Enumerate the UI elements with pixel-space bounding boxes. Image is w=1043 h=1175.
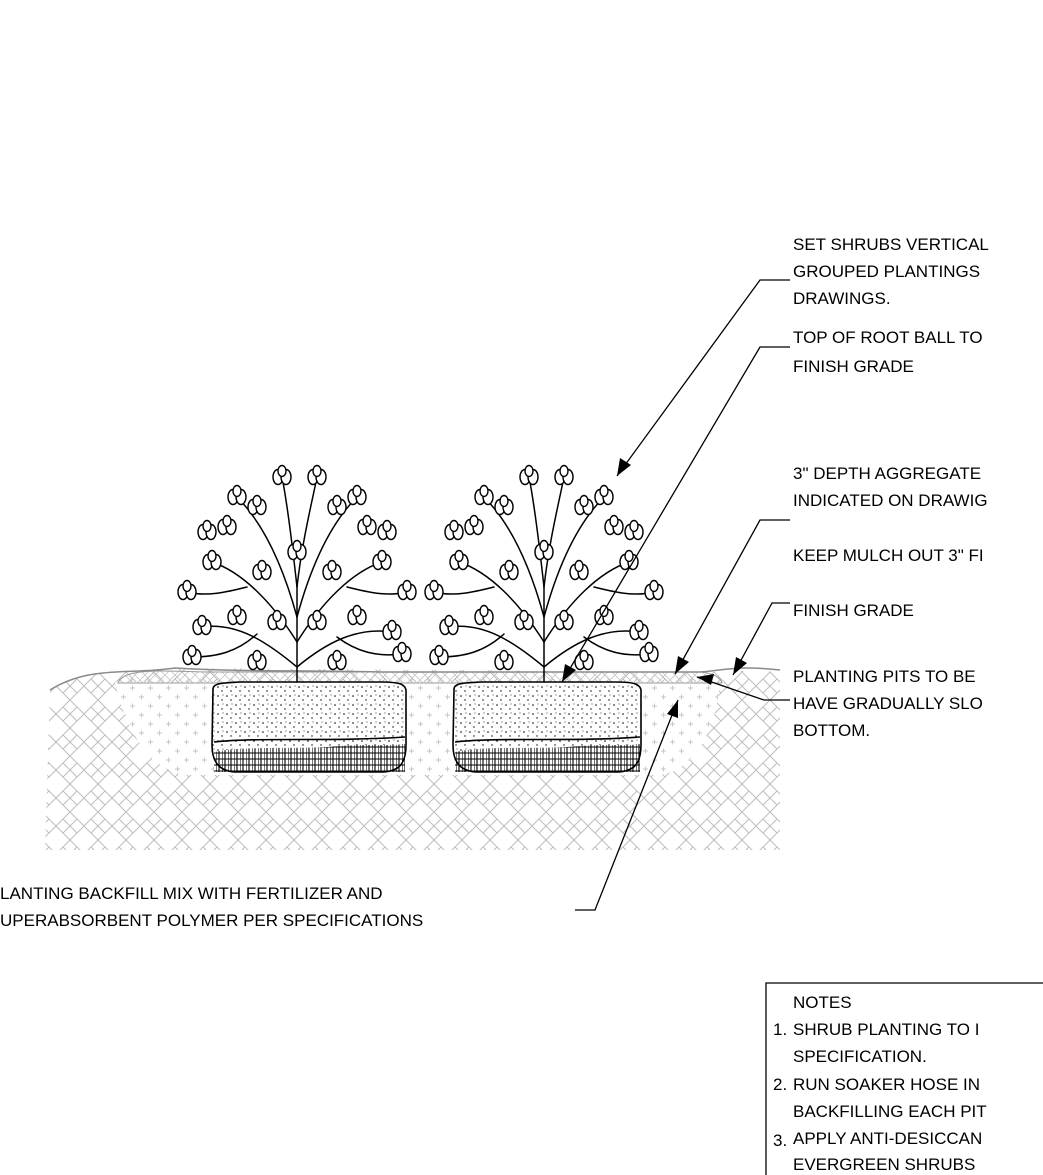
notes-box: NOTES 1. SHRUB PLANTING TO I SPECIFICATI… bbox=[765, 982, 1043, 1175]
svg-text:SET SHRUBS VERTICAL: SET SHRUBS VERTICAL bbox=[793, 235, 989, 254]
note-1-line-2: SPECIFICATION. bbox=[793, 1047, 927, 1066]
note-2-number: 2. bbox=[773, 1075, 787, 1094]
arrowhead-root-ball bbox=[562, 664, 576, 682]
leader-backfill bbox=[575, 699, 679, 911]
svg-text:KEEP MULCH OUT 3" FI: KEEP MULCH OUT 3" FI bbox=[793, 546, 984, 565]
note-3-number: 3. bbox=[773, 1131, 787, 1150]
notes-box-border bbox=[765, 982, 1043, 1175]
leader-shrubs-vertical bbox=[616, 279, 790, 477]
arrowhead-planting-pits bbox=[697, 674, 714, 685]
arrowhead-shrubs-vertical bbox=[617, 458, 631, 476]
leader-planting-pits bbox=[696, 676, 790, 701]
note-1-line-1: SHRUB PLANTING TO I bbox=[793, 1020, 979, 1039]
svg-text:TOP OF ROOT BALL TO: TOP OF ROOT BALL TO bbox=[793, 328, 983, 347]
svg-text:GROUPED PLANTINGS: GROUPED PLANTINGS bbox=[793, 262, 980, 281]
root-ball-left bbox=[211, 681, 407, 773]
note-1-number: 1. bbox=[773, 1020, 787, 1039]
callout-planting-pits: PLANTING PITS TO BE HAVE GRADUALLY SLO B… bbox=[793, 667, 983, 740]
aggregate-mulch-layer bbox=[117, 670, 723, 684]
svg-text:PLANTING PITS TO BE: PLANTING PITS TO BE bbox=[793, 667, 976, 686]
svg-text:FINISH GRADE: FINISH GRADE bbox=[793, 357, 914, 376]
arrowhead-finish-grade bbox=[733, 657, 747, 675]
callout-aggregate: 3" DEPTH AGGREGATE INDICATED ON DRAWIG bbox=[793, 464, 988, 510]
svg-text:DRAWINGS.: DRAWINGS. bbox=[793, 289, 891, 308]
callout-shrubs-vertical: SET SHRUBS VERTICAL GROUPED PLANTINGS DR… bbox=[793, 235, 989, 308]
svg-text:3" DEPTH AGGREGATE: 3" DEPTH AGGREGATE bbox=[793, 464, 981, 483]
svg-text:HAVE GRADUALLY SLO: HAVE GRADUALLY SLO bbox=[793, 694, 983, 713]
note-3-line-1: APPLY ANTI-DESICCAN bbox=[793, 1129, 982, 1148]
arrowhead-backfill bbox=[667, 700, 678, 718]
root-ball-right bbox=[452, 681, 642, 773]
svg-text:LANTING BACKFILL MIX WITH FERT: LANTING BACKFILL MIX WITH FERTILIZER AND bbox=[0, 884, 383, 903]
note-2-line-2: BACKFILLING EACH PIT bbox=[793, 1102, 987, 1121]
svg-text:BOTTOM.: BOTTOM. bbox=[793, 721, 870, 740]
notes-title: NOTES bbox=[793, 993, 852, 1012]
callout-root-ball: TOP OF ROOT BALL TO FINISH GRADE bbox=[793, 328, 983, 376]
callout-finish-grade: FINISH GRADE bbox=[793, 601, 914, 620]
finish-grade-line bbox=[49, 667, 781, 691]
svg-text:UPERABSORBENT POLYMER PER SPEC: UPERABSORBENT POLYMER PER SPECIFICATIONS bbox=[0, 911, 423, 930]
leader-root-ball bbox=[561, 346, 790, 683]
callout-mulch: KEEP MULCH OUT 3" FI bbox=[793, 546, 984, 565]
arrowhead-aggregate bbox=[675, 656, 689, 674]
shrub-right bbox=[424, 464, 664, 683]
leader-aggregate bbox=[674, 519, 790, 675]
svg-text:INDICATED ON DRAWIG: INDICATED ON DRAWIG bbox=[793, 491, 988, 510]
leader-finish-grade bbox=[732, 602, 790, 676]
note-3-line-2: EVERGREEN SHRUBS bbox=[793, 1155, 975, 1174]
leader-lines bbox=[561, 279, 790, 911]
note-2-line-1: RUN SOAKER HOSE IN bbox=[793, 1075, 980, 1094]
svg-text:FINISH GRADE: FINISH GRADE bbox=[793, 601, 914, 620]
shrub-left bbox=[177, 464, 417, 683]
callout-backfill: LANTING BACKFILL MIX WITH FERTILIZER AND… bbox=[0, 884, 423, 930]
